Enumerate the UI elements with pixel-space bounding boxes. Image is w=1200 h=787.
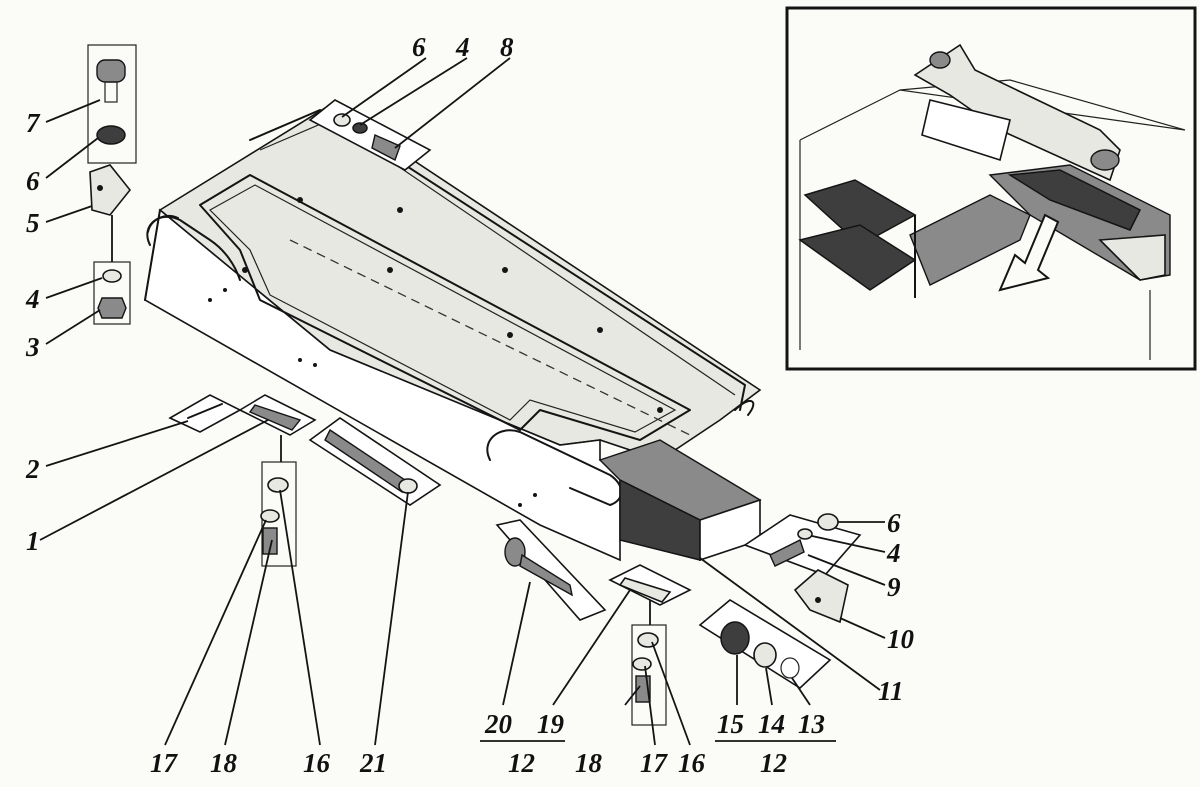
label-21: 21 [359,748,387,778]
part-2-pin [168,394,242,433]
label-9: 9 [887,572,901,602]
part-8-bolt-group [308,99,432,171]
label-16-right: 16 [678,748,706,778]
label-4-left: 4 [25,284,40,314]
part-16-17-18-right-group [631,624,667,726]
label-10: 10 [887,624,915,654]
part-13-14-15-spring-group [698,599,832,690]
label-4-top: 4 [455,32,470,62]
label-17-left: 17 [150,748,179,778]
cover-panel [144,104,762,562]
label-2: 2 [25,454,40,484]
part-labels: 6 4 8 7 6 5 4 3 2 1 17 18 16 21 20 19 12… [25,32,915,778]
part-16-17-18-left-group [260,461,297,567]
label-11: 11 [878,676,904,706]
vehicle-location-inset [785,6,1197,371]
part-21-rod [308,417,442,506]
label-7: 7 [26,108,41,138]
label-8: 8 [500,32,514,62]
label-3: 3 [25,332,40,362]
part-10-bracket [793,569,849,624]
part-1-hinge [238,394,317,436]
part-5-bracket [89,164,132,216]
part-3-nut [97,297,127,319]
label-5: 5 [26,208,40,238]
label-16-left: 16 [303,748,331,778]
location-arrow-icon [998,213,1060,292]
part-6-washer-upper [96,125,126,145]
label-6-right: 6 [887,508,901,538]
label-6-left: 6 [26,166,40,196]
label-19: 19 [537,709,565,739]
label-6-top: 6 [412,32,426,62]
part-20-shaft [495,519,607,621]
part-7-bolt [87,44,137,164]
label-14: 14 [758,709,785,739]
label-12-left: 12 [508,748,535,778]
part-9-bolt-group [743,513,862,576]
part-19-hinge [608,564,692,606]
label-4-right: 4 [886,538,901,568]
label-15: 15 [717,709,744,739]
leader-lines [39,57,886,746]
label-20: 20 [484,709,513,739]
label-13: 13 [798,709,825,739]
label-18-left: 18 [210,748,238,778]
label-18-right: 18 [575,748,603,778]
label-12-right: 12 [760,748,787,778]
label-1: 1 [26,526,40,556]
label-17-right: 17 [640,748,669,778]
